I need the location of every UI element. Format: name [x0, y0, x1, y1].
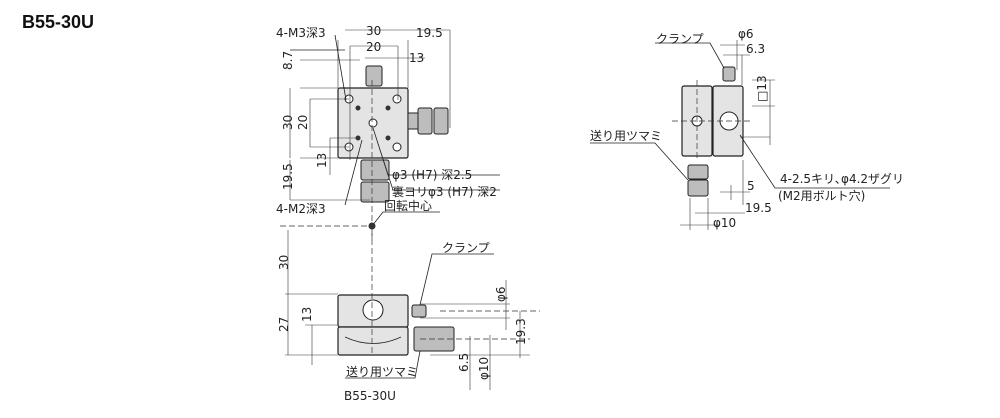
- scale-arc: [344, 336, 402, 344]
- feed-knob-side: [687, 164, 709, 180]
- clamp-knob: [365, 65, 383, 87]
- feed-knob-bottom: [360, 159, 390, 181]
- clamp-knob-front: [411, 304, 427, 318]
- front-view: クランプ 30 27 13 φ6 19.3 6.5 φ10 送り用ツマミ B55…: [277, 230, 540, 403]
- dim-v13: 13: [315, 153, 329, 168]
- label-rotation-center: 回転中心: [384, 198, 432, 213]
- dim-side-19-5: 19.5: [745, 201, 772, 215]
- label-m2-holes: 4-M2深3: [276, 202, 326, 216]
- m3-hole: [392, 142, 402, 152]
- dim-vpitch-20: 20: [296, 115, 310, 130]
- pin-hole: [368, 118, 378, 128]
- model-title: B55-30U: [22, 12, 95, 32]
- label-bolt-note: (M2用ボルト穴): [778, 188, 865, 203]
- label-bolt-holes: 4-2.5キリ､φ4.2ザグリ: [780, 172, 904, 186]
- m2-hole: [355, 105, 361, 111]
- dim-v19-5: 19.5: [281, 163, 295, 190]
- feed-knob-right-b: [433, 107, 449, 135]
- label-model: B55-30U: [344, 389, 396, 403]
- m3-hole: [392, 94, 402, 104]
- label-feed-knob-front: 送り用ツマミ: [346, 364, 418, 379]
- dim-side-phi10: φ10: [713, 216, 736, 230]
- dim-side-6-3: 6.3: [746, 42, 765, 56]
- clamp-knob-side: [722, 66, 736, 82]
- label-pin-hole: φ3 (H7) 深2.5: [392, 168, 472, 182]
- label-m3-holes: 4-M3深3: [276, 26, 326, 40]
- dim-front-13: 13: [300, 307, 314, 322]
- label-feed-knob-side: 送り用ツマミ: [590, 128, 662, 143]
- dim-height-30: 30: [281, 115, 295, 130]
- feed-knob-right: [417, 107, 433, 135]
- label-back-pin-hole: 裏ヨリφ3 (H7) 深2: [392, 184, 497, 199]
- m2-hole: [385, 105, 391, 111]
- m2-hole: [385, 135, 391, 141]
- dim-side-phi6: φ6: [738, 27, 754, 41]
- feed-knob-bottom-b: [360, 181, 390, 203]
- dim-front-27: 27: [277, 317, 291, 332]
- dim-front-phi10: φ10: [477, 357, 491, 380]
- dim-front-30: 30: [277, 255, 291, 270]
- dim-8-7: 8.7: [281, 51, 295, 70]
- label-clamp-front: クランプ: [442, 241, 490, 255]
- dim-pitch-20: 20: [366, 40, 381, 54]
- feed-knob-side-b: [687, 179, 709, 197]
- dim-front-19-3: 19.3: [514, 318, 528, 345]
- side-view: クランプ φ6 6.3 □13 送り用ツマミ 4-2.5キリ､φ4.2ザグリ (…: [590, 27, 904, 230]
- dim-width-30: 30: [366, 24, 381, 38]
- rotation-dial: [362, 299, 384, 321]
- feed-screw-shaft: [407, 112, 419, 130]
- dim-offset-19-5: 19.5: [416, 26, 443, 40]
- label-clamp-side: クランプ: [656, 32, 704, 46]
- dim-side-square-13: □13: [755, 75, 769, 102]
- dim-side-5: 5: [747, 179, 755, 193]
- dim-front-phi6: φ6: [494, 286, 508, 302]
- top-view: 4-M3深3 30 19.5 20 13 8.7 30 20 13 19.5 φ…: [276, 24, 500, 240]
- dim-13: 13: [409, 51, 424, 65]
- dim-front-6-5: 6.5: [457, 353, 471, 372]
- stage-lower-front: [337, 326, 409, 356]
